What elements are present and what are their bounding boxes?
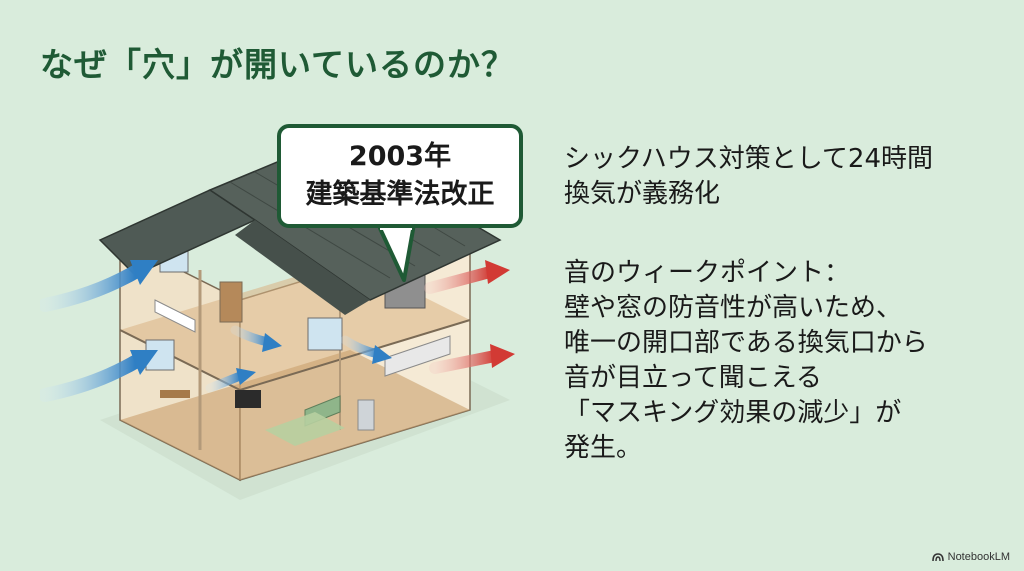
callout-tail [378,224,416,282]
point-ventilation-line: シックハウス対策として24時間 [564,144,934,174]
point-weak-point-line: 壁や窓の防音性が高いため、 [564,293,903,323]
point-weak-point: 音のウィークポイント： 壁や窓の防音性が高いため、 唯一の開口部である換気口から… [564,256,928,466]
slide-title: なぜ「穴」が開いているのか？ [40,45,516,84]
point-weak-point-line: 発生。 [564,433,643,463]
notebooklm-logo-icon [931,553,944,562]
air-outflow-arrows [424,260,515,374]
brand-label: NotebookLM [947,551,1010,563]
point-ventilation: シックハウス対策として24時間 換気が義務化 [564,142,933,212]
callout-year: 2003年 [348,141,452,172]
air-inflow-arrows [40,260,392,402]
point-weak-point-line: 「マスキング効果の減少」が [564,398,902,428]
point-ventilation-line: 換気が義務化 [564,179,721,209]
notebooklm-watermark: NotebookLM [931,551,1010,563]
callout-law: 建築基準法改正 [305,179,495,210]
law-revision-callout: 2003年 建築基準法改正 [277,124,523,228]
point-weak-point-line: 唯一の開口部である換気口から [564,328,928,358]
point-weak-point-line: 音のウィークポイント： [564,258,851,288]
point-weak-point-line: 音が目立って聞こえる [564,363,822,393]
